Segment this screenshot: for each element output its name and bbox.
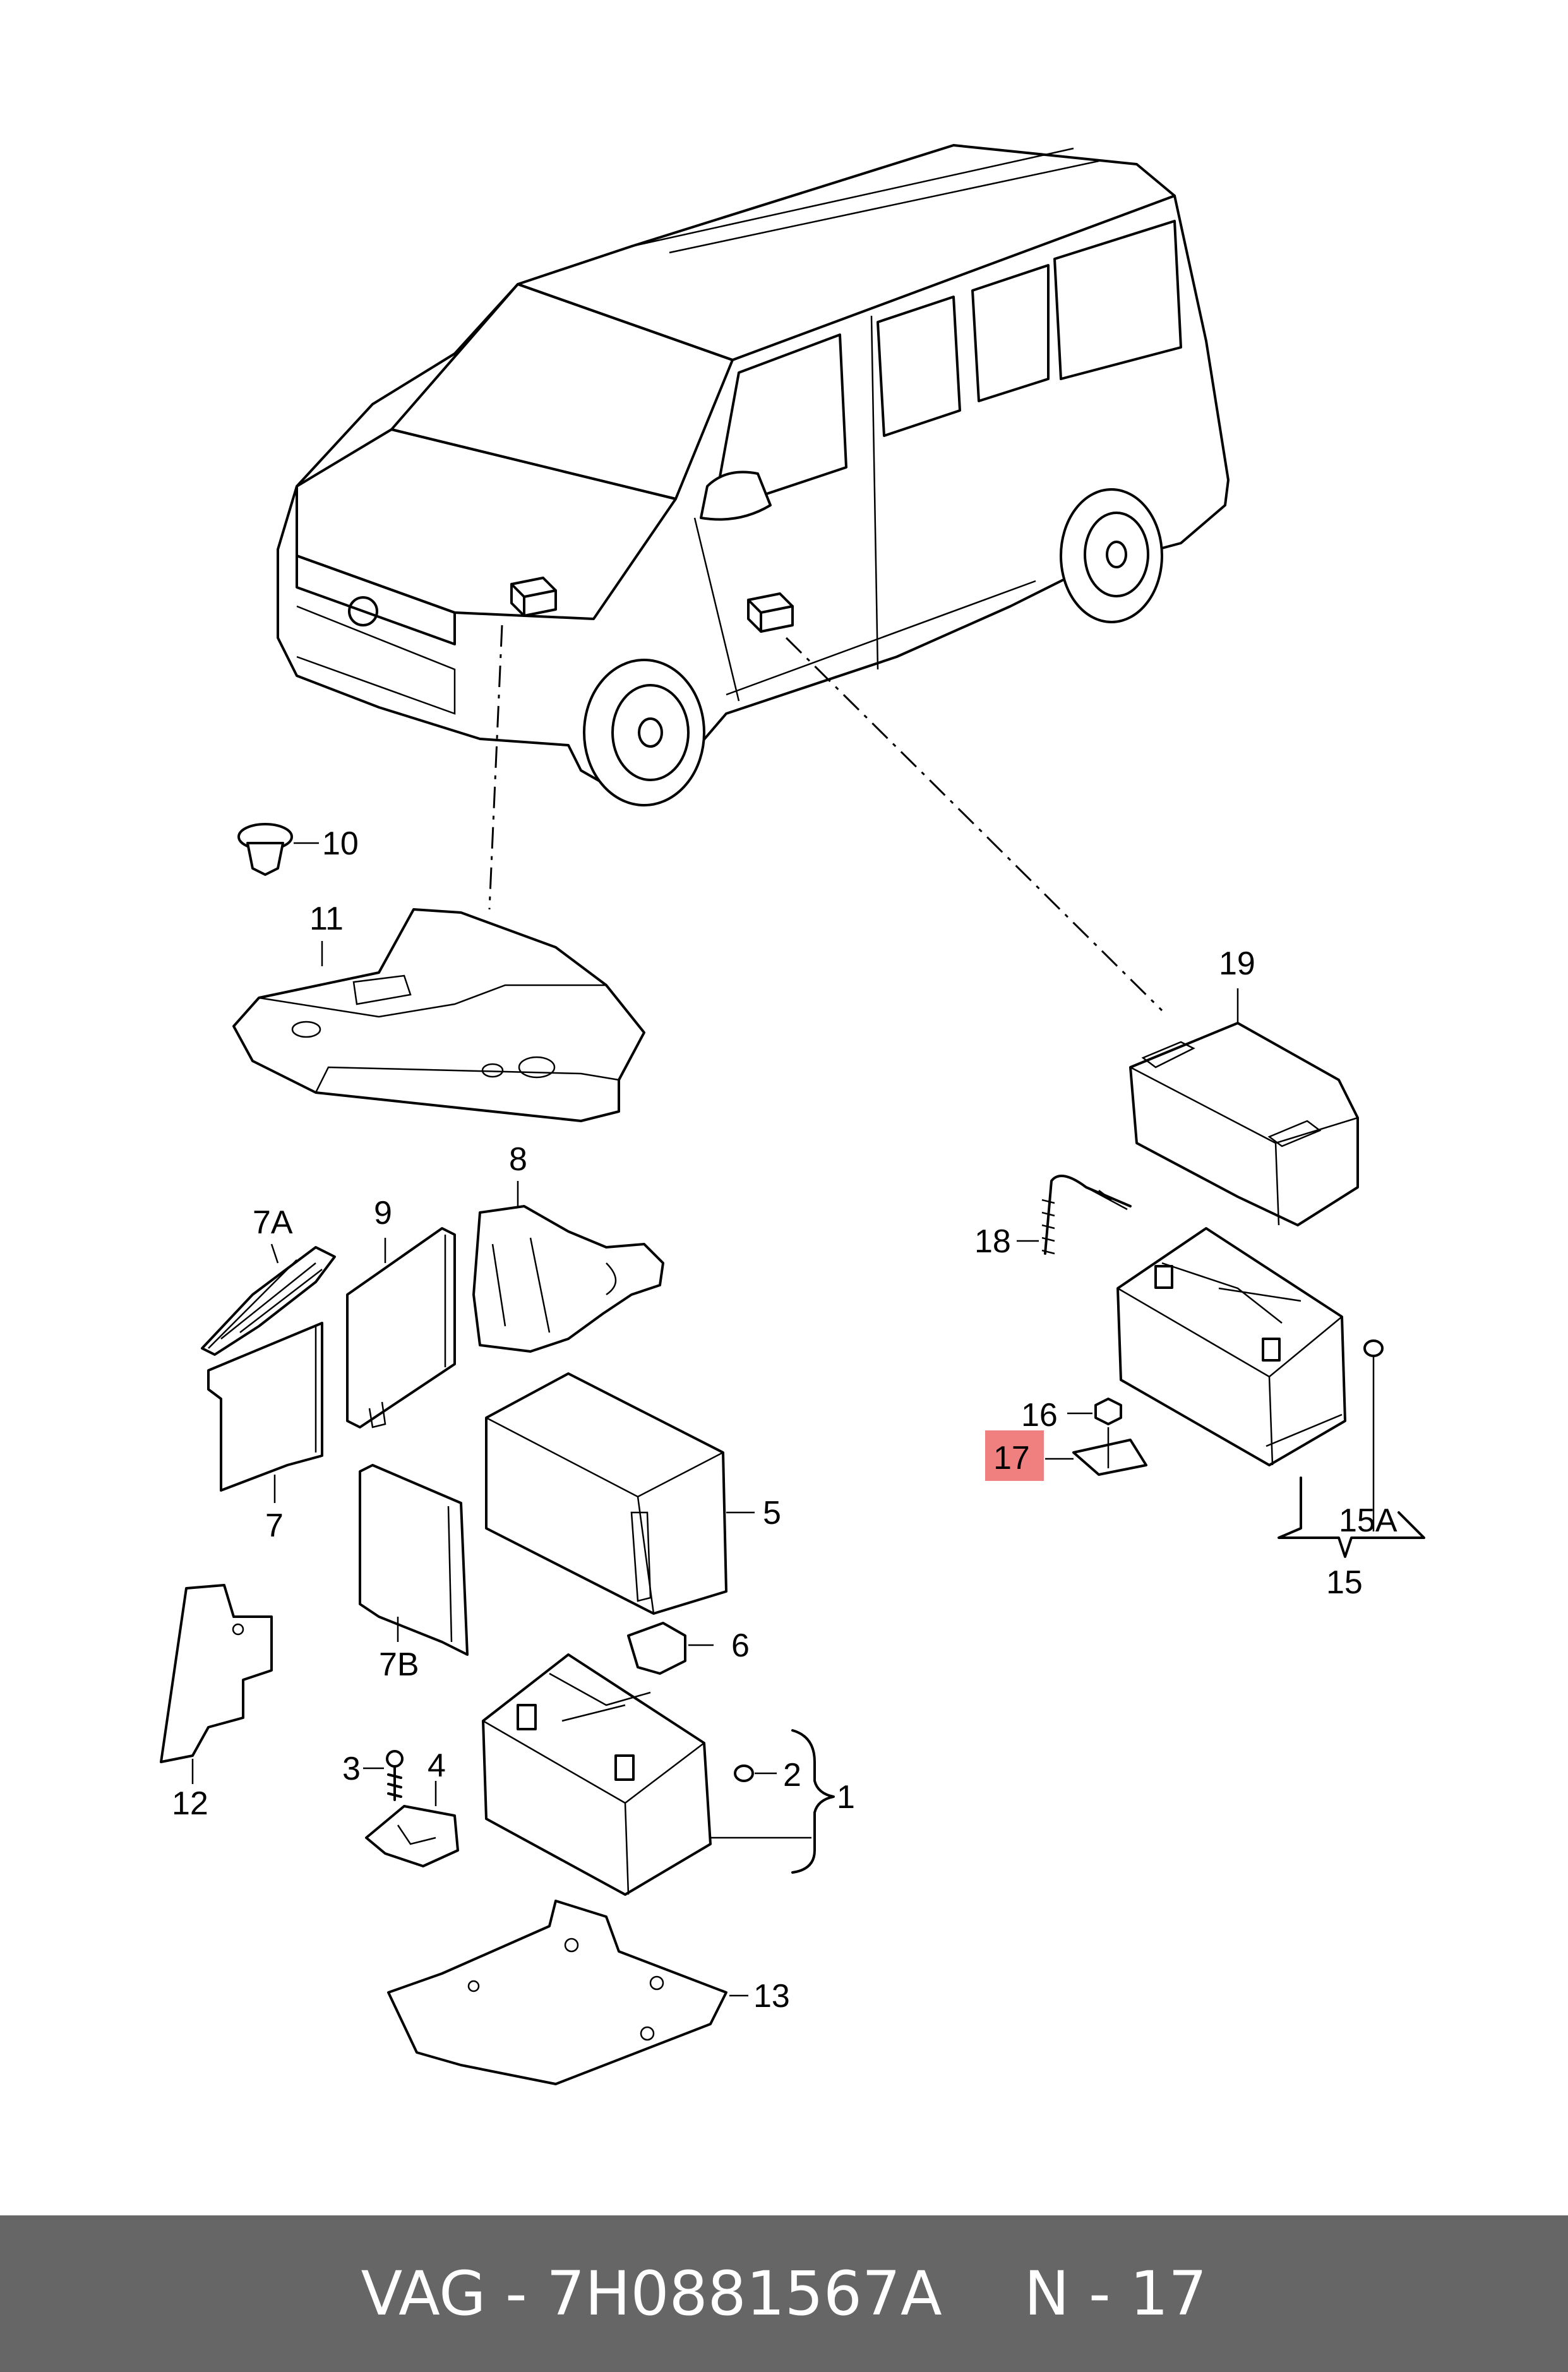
callout-15: 15	[1326, 1564, 1363, 1601]
part-9-panel	[346, 1227, 456, 1429]
footer-part-number: 7H0881567A	[546, 2258, 942, 2329]
footer-brand: VAG	[361, 2258, 486, 2329]
callout-9: 9	[374, 1195, 392, 1231]
callout-11: 11	[309, 901, 344, 937]
callout-1: 1	[837, 1779, 855, 1816]
part-16-nut	[1067, 1398, 1122, 1425]
part-15a-screw	[1363, 1339, 1384, 1531]
part-10-clip	[237, 823, 319, 876]
callout-7: 7	[265, 1507, 284, 1544]
highlight-17	[985, 1430, 1044, 1481]
callout-12: 12	[172, 1785, 208, 1822]
bracket-1	[791, 1729, 835, 1874]
callout-7a: 7A	[253, 1204, 293, 1241]
callout-8: 8	[509, 1141, 527, 1178]
callout-5: 5	[763, 1495, 781, 1531]
footer-position-label: N - 17	[1024, 2258, 1207, 2329]
callout-3: 3	[342, 1751, 361, 1787]
part-6-terminal-cap	[627, 1622, 714, 1675]
part-7a-mesh	[201, 1243, 336, 1356]
footer-bar: VAG - 7H0881567A N - 17	[0, 2215, 1568, 2372]
callout-6: 6	[731, 1627, 750, 1664]
part-4-clamp	[365, 1781, 459, 1867]
part-12-bracket	[160, 1584, 273, 1784]
part-15-battery	[1116, 1227, 1346, 1466]
callout-2: 2	[783, 1757, 801, 1794]
part-7-panel	[207, 1322, 323, 1503]
parts-diagram: 10 11 7A 9 8 7 5 7B 6 12 3 4 2 1 13 19 1…	[160, 144, 1425, 2085]
callout-7b: 7B	[379, 1646, 419, 1683]
part-3-bolt	[363, 1750, 404, 1801]
part-2-screw	[734, 1764, 777, 1782]
part-11-cover	[232, 908, 645, 1122]
callout-17: 17	[993, 1440, 1030, 1477]
callout-4: 4	[428, 1747, 446, 1784]
callout-10: 10	[322, 825, 359, 862]
callout-16: 16	[1021, 1397, 1058, 1434]
part-1-battery	[482, 1653, 811, 1896]
part-13-tray	[387, 1900, 748, 2085]
part-8-holder	[472, 1181, 664, 1353]
leader-line-rear	[785, 637, 1163, 1012]
part-17-clamp	[1045, 1427, 1147, 1476]
callout-15a: 15A	[1339, 1502, 1397, 1539]
bracket-15	[1278, 1477, 1425, 1558]
van-illustration	[277, 144, 1230, 806]
part-5-battery-cover	[485, 1372, 755, 1615]
leader-line-front	[488, 625, 503, 910]
callout-18: 18	[974, 1223, 1011, 1260]
part-19-battery-box	[1129, 988, 1359, 1226]
part-7b-panel	[359, 1464, 469, 1656]
callout-19: 19	[1219, 945, 1255, 982]
callout-13: 13	[753, 1978, 790, 2015]
part-18-bolt	[1017, 1175, 1132, 1255]
footer-separator: -	[486, 2258, 547, 2329]
